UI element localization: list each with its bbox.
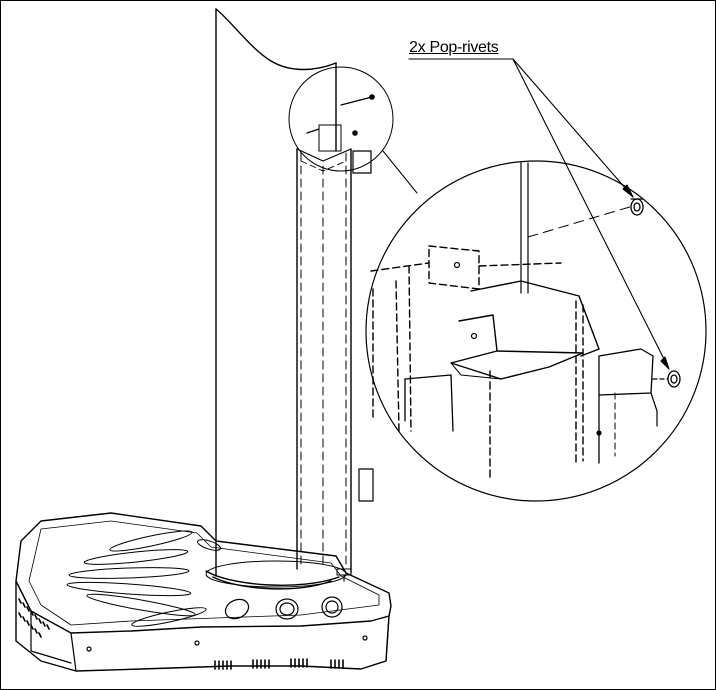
base-vent-front	[214, 658, 344, 670]
detail-small-circle	[288, 66, 394, 172]
zoomed-detail	[370, 162, 681, 480]
channel-cover	[296, 94, 375, 582]
base-holes	[224, 596, 343, 620]
pop-rivet-upper	[630, 198, 644, 216]
detail-leader-line	[382, 150, 418, 194]
callout-label: 2x Pop-rivets	[409, 39, 499, 56]
base-vent-left	[18, 598, 50, 638]
callout-leaders	[408, 58, 670, 370]
base-top-slots	[66, 530, 221, 627]
pole	[205, 8, 347, 590]
detail-zoom-circle	[365, 160, 707, 502]
base	[15, 512, 392, 672]
pop-rivet-lower	[652, 370, 681, 388]
